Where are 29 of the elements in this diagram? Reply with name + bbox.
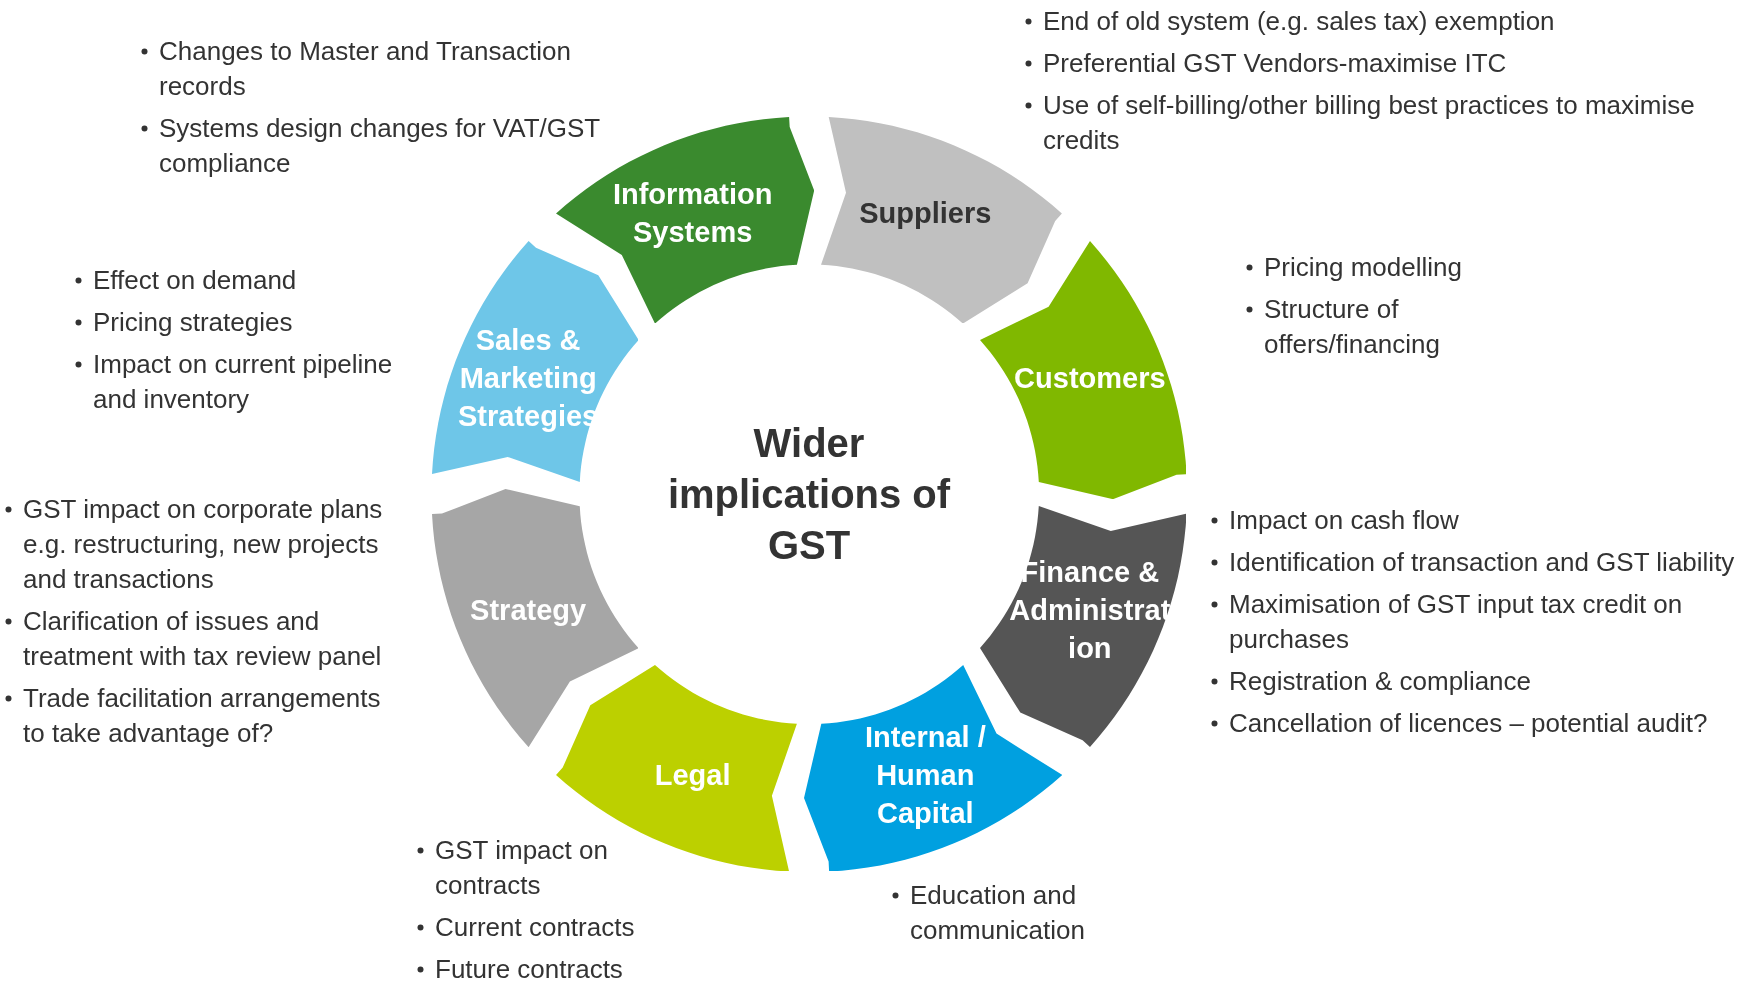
bullet-text: Preferential GST Vendors-maximise ITC: [1043, 48, 1507, 78]
bullet-text: Current contracts: [435, 912, 635, 942]
bullet-text: Maximisation of GST input tax credit on purchases: [1229, 589, 1683, 654]
bullet-text: Pricing strategies: [93, 307, 293, 337]
bullet-text: Effect on demand: [93, 265, 297, 295]
bullet-text: Clarification of issues and treatment with tax review panel: [23, 606, 382, 671]
bullet-text: Use of self-billing/other billing best practices to maximise credits: [1043, 90, 1695, 155]
bullet-text: Identification of transaction and GST liability: [1229, 547, 1735, 577]
segment-label: Legal: [653, 757, 732, 793]
bullet-text: Registration & compliance: [1229, 666, 1532, 696]
bullet-text: Future contracts: [435, 954, 623, 984]
segment-label: Suppliers: [858, 196, 993, 232]
bullet-text: Education and communication: [910, 880, 1085, 945]
bullet-text: Impact on cash flow: [1229, 505, 1459, 535]
bullet-text: GST impact on contracts: [435, 835, 608, 900]
bullet-text: Changes to Master and Transaction records: [159, 36, 571, 101]
bullet-text: Structure of offers/financing: [1264, 294, 1440, 359]
bullet-text: Pricing modelling: [1264, 252, 1462, 282]
segment-label: Internal / Human Capital: [863, 719, 987, 831]
bullet-text: GST impact on corporate plans e.g. restructuring, new projects and transactions: [23, 494, 383, 594]
bullet-text: Trade facilitation arrangements to take advantage of?: [23, 683, 381, 748]
bullet-text: Systems design changes for VAT/GST compliance: [159, 113, 600, 178]
segment-label: Information Systems: [611, 177, 774, 251]
bullet-text: Cancellation of licences – potential audit?: [1229, 708, 1708, 738]
segment-label: Customers: [1013, 360, 1167, 396]
segment-label: Strategy: [469, 593, 588, 629]
center-title: Wider implications of GST: [659, 417, 959, 571]
bullet-text: End of old system (e.g. sales tax) exemption: [1043, 6, 1555, 36]
bullet-text: Impact on current pipeline and inventory: [93, 349, 393, 414]
